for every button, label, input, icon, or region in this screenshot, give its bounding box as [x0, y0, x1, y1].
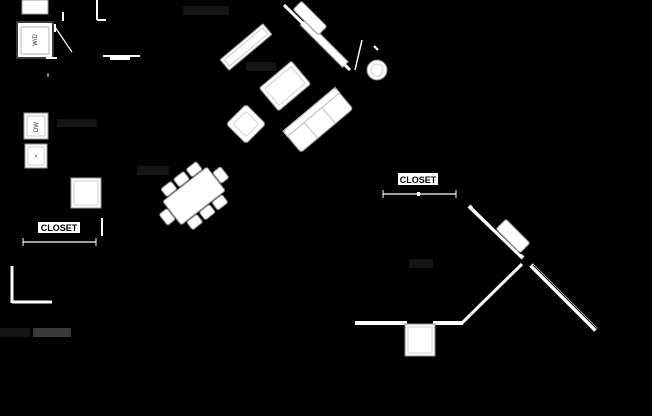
media-console-inner — [223, 27, 269, 67]
closet-right: CLOSET — [382, 173, 457, 198]
dim-label-bottom-left-2 — [33, 328, 71, 337]
coffee-table-inner — [264, 65, 306, 107]
chair-end-right — [212, 166, 229, 184]
sofa-cushion-div-1 — [303, 122, 319, 139]
lamp-icon — [366, 59, 388, 81]
armchair — [226, 104, 266, 144]
chair-bottom-2 — [199, 204, 216, 220]
kitchen-label-muted — [57, 119, 97, 127]
diagonal-wall-lower — [529, 263, 598, 332]
closet-left-label-box — [38, 222, 80, 233]
media-console — [219, 23, 273, 71]
closet-right-label: CLOSET — [400, 175, 437, 185]
dishwasher — [23, 112, 49, 140]
chair-top-1 — [160, 181, 177, 197]
sink-bowl — [27, 146, 45, 166]
entry-cabinet — [404, 323, 436, 357]
range-top — [73, 180, 99, 206]
washer-dryer-label: W/D — [33, 34, 39, 46]
dim-label-bottom-left — [0, 328, 30, 337]
sink-drain — [35, 155, 37, 157]
sofa-cushion-div-2 — [321, 107, 336, 124]
laundry-area: W/D — [16, 0, 140, 77]
door-swing-icon — [54, 26, 73, 53]
window-sill — [110, 57, 130, 60]
side-cabinet — [293, 1, 327, 35]
chair-end-left — [159, 208, 176, 226]
label-muted-top — [183, 6, 229, 15]
living-room — [183, 1, 388, 152]
washer-dryer-box — [16, 21, 54, 59]
cabinet-top — [21, 0, 49, 15]
entry-wall-diagonal — [460, 262, 524, 325]
lamp-shade — [370, 63, 384, 77]
diagonal-wall-upper — [467, 204, 525, 260]
exterior-wall-top — [282, 3, 352, 72]
closet-left: CLOSET — [0, 218, 103, 337]
chair-top-2 — [173, 171, 190, 187]
diagonal-wall-lower-inner — [532, 264, 598, 330]
dishwasher-inner — [26, 115, 46, 137]
entry-area — [355, 204, 598, 357]
chair-top-3 — [186, 161, 202, 177]
chair-bottom-3 — [212, 194, 228, 211]
washer-dryer-inner — [20, 26, 50, 55]
dining-table — [163, 167, 225, 225]
living-label-muted — [246, 62, 276, 71]
range-icon — [70, 177, 102, 209]
sofa-back — [282, 86, 341, 138]
dishwasher-label: DW — [34, 122, 40, 132]
closet-left-label: CLOSET — [41, 223, 78, 233]
closet-right-rod-mark — [417, 192, 420, 196]
closet-right-label-box — [398, 173, 438, 185]
entry-cabinet-inner — [407, 326, 433, 354]
door-swing-living — [354, 39, 363, 71]
dining-set — [159, 161, 229, 230]
kitchen-appliances: DW — [23, 112, 102, 209]
entry-label-muted — [409, 259, 433, 268]
armchair-seat — [233, 111, 259, 137]
dining-label-muted — [137, 166, 169, 175]
door-stop — [373, 45, 379, 51]
entry-bench — [496, 219, 530, 253]
chair-bottom-1 — [186, 214, 203, 230]
